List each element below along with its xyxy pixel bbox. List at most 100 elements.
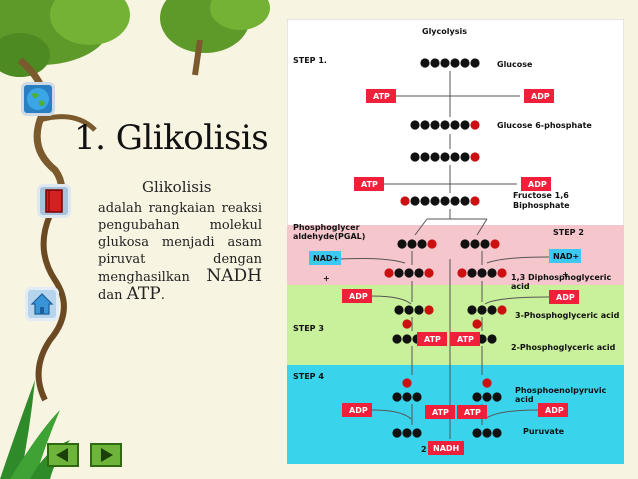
glucose-molecule-carbon — [470, 58, 480, 68]
fbp-molecule-carbon — [410, 196, 420, 206]
f6p-molecule-phosphate — [470, 152, 480, 162]
pga2-label: 2-Phosphoglyceric acid — [511, 343, 616, 352]
step2-label: STEP 2 — [553, 228, 584, 237]
g6p-molecule-carbon — [430, 120, 440, 130]
nadh-term: NADH — [206, 266, 262, 286]
atp-term: ATP — [126, 284, 161, 304]
tree-right — [160, 0, 270, 76]
pep-right-carbon — [492, 392, 502, 402]
atp-box-2 — [354, 177, 384, 191]
vine — [35, 213, 67, 402]
dpg-left-carbon — [404, 268, 414, 278]
nadh-text: NADH — [433, 444, 459, 453]
pyruvate-right-carbon — [482, 428, 492, 438]
atp-box-6 — [457, 405, 487, 419]
adp-text-2: ADP — [528, 180, 547, 189]
pep-phosphate — [402, 378, 412, 388]
pgal-label-2: aldehyde(PGAL) — [293, 232, 365, 241]
home-button[interactable] — [25, 287, 59, 321]
g6p-molecule-carbon — [450, 120, 460, 130]
paragraph-conj: dan — [98, 288, 127, 303]
pep-left-carbon — [392, 392, 402, 402]
f6p-molecule-carbon — [460, 152, 470, 162]
nad-text-left: NAD+ — [313, 254, 339, 263]
subtitle: Glikolisis — [142, 178, 212, 196]
pga2-phosphate — [402, 319, 412, 329]
fbp-molecule-phosphate — [470, 196, 480, 206]
dpg-left-phosphate — [424, 268, 434, 278]
reaction-arrow — [340, 258, 406, 264]
glucose-label: Glucose — [497, 60, 533, 69]
dpg-label-1: 1,3 Diphosphoglyceric — [511, 273, 611, 282]
pga3-right-carbon — [487, 305, 497, 315]
pyruvate-right-carbon — [492, 428, 502, 438]
dpg-label-2: acid — [511, 282, 530, 291]
pgal-left-carbon — [407, 239, 417, 249]
plus-right: + — [562, 270, 569, 279]
step4-label: STEP 4 — [293, 372, 324, 381]
pep-right-carbon — [472, 392, 482, 402]
glucose-molecule-carbon — [420, 58, 430, 68]
g6p-molecule-phosphate — [470, 120, 480, 130]
glycolysis-diagram: Glycolysis STEP 1. STEP 2 STEP 3 STEP 4 … — [287, 19, 624, 464]
reaction-arrows — [340, 71, 550, 439]
adp-box-2 — [521, 177, 551, 191]
dpg-right-phosphate — [497, 268, 507, 278]
globe-button[interactable] — [21, 82, 55, 116]
glucose-molecule-carbon — [460, 58, 470, 68]
arrow-right-icon — [101, 448, 113, 462]
g6p-molecule-carbon — [440, 120, 450, 130]
pgal-label-1: Phosphoglycer — [293, 223, 360, 232]
fbp-molecule-carbon — [430, 196, 440, 206]
pyruvate-left-carbon — [412, 428, 422, 438]
pga3-left-phosphate — [424, 305, 434, 315]
pep-right-carbon — [482, 392, 492, 402]
pgal-right-carbon — [470, 239, 480, 249]
tree-left — [0, 0, 130, 218]
atp-box-4 — [450, 332, 480, 346]
paragraph-text: adalah rangkaian reaksi pengubahan molek… — [98, 201, 262, 285]
adp-text-5: ADP — [349, 406, 368, 415]
dpg-right-carbon — [467, 268, 477, 278]
reaction-arrow — [411, 346, 483, 375]
description-paragraph: adalah rangkaian reaksi pengubahan molek… — [98, 200, 262, 304]
dpg-right-carbon — [487, 268, 497, 278]
fbp-molecule-carbon — [420, 196, 430, 206]
atp-box-3 — [417, 332, 447, 346]
pga3-right-carbon — [477, 305, 487, 315]
atp-text-3: ATP — [424, 335, 441, 344]
nadh-count: 2 — [421, 445, 427, 454]
adp-box-6 — [538, 403, 568, 417]
pyruvate-left-carbon — [392, 428, 402, 438]
pgal-right-carbon — [460, 239, 470, 249]
fbp-molecule-carbon — [450, 196, 460, 206]
g6p-molecule-carbon — [460, 120, 470, 130]
pga2-left-carbon — [392, 334, 402, 344]
diagram-title: Glycolysis — [422, 27, 467, 36]
f6p-molecule-carbon — [420, 152, 430, 162]
reaction-arrow — [484, 409, 539, 420]
atp-text-1: ATP — [373, 92, 390, 101]
pga2-left-carbon — [402, 334, 412, 344]
adp-box-3 — [342, 289, 372, 303]
fructose-label-2: Biphosphate — [513, 201, 570, 210]
reaction-arrow — [484, 296, 550, 305]
pep-label-1: Phosphoenolpyruvic — [515, 386, 607, 395]
home-icon — [30, 293, 54, 315]
next-button[interactable] — [90, 443, 122, 467]
adp-text-1: ADP — [531, 92, 550, 101]
reaction-arrow — [486, 256, 550, 264]
reaction-arrow — [371, 295, 412, 305]
atp-text-6: ATP — [464, 408, 481, 417]
book-button[interactable] — [37, 184, 71, 218]
atp-box-1 — [366, 89, 396, 103]
pep-label-2: acid — [515, 395, 534, 404]
nad-box-left — [309, 251, 341, 265]
prev-button[interactable] — [47, 443, 79, 467]
adp-text-6: ADP — [545, 406, 564, 415]
page-title: 1. Glikolisis — [74, 118, 269, 158]
atp-text-4: ATP — [457, 335, 474, 344]
pyruvate-label: Puruvate — [523, 427, 565, 436]
fructose-label-1: Fructose 1,6 — [513, 191, 569, 200]
pep-left-carbon — [412, 392, 422, 402]
